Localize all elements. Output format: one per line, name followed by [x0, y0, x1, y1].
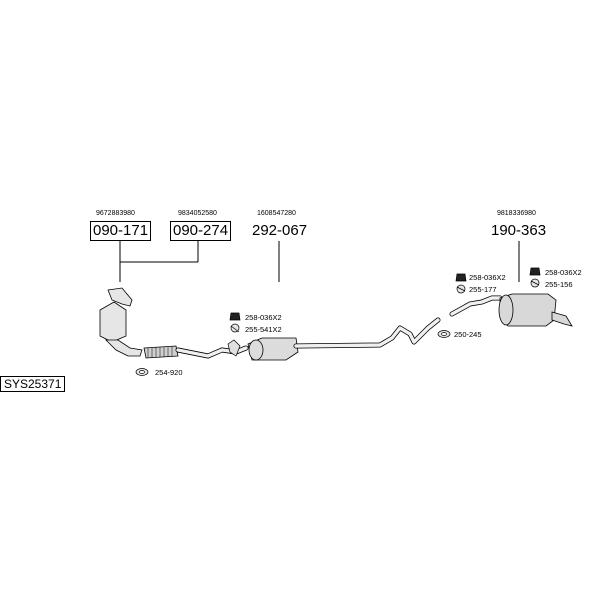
middle-pipe [293, 317, 441, 349]
system-code: SYS25371 [0, 376, 66, 392]
fitting-label-255-541[interactable]: 255-541X2 [245, 325, 282, 334]
fitting-label-254-920[interactable]: 254-920 [155, 368, 183, 377]
rubber-mount-icon-rear [529, 267, 541, 276]
part-number-292-067[interactable]: 292-067 [252, 222, 308, 239]
part-number-090-171[interactable]: 090-171 [90, 221, 152, 241]
rear-silencer-shape [498, 293, 573, 327]
fitting-label-255-177[interactable]: 255-177 [469, 285, 497, 294]
flex-pipe [143, 345, 179, 359]
fitting-label-258-036-rear[interactable]: 258-036X2 [545, 268, 582, 277]
gasket-icon-254-920 [135, 368, 149, 376]
fitting-label-258-036-mid[interactable]: 258-036X2 [469, 273, 506, 282]
fitting-label-255-156[interactable]: 255-156 [545, 280, 573, 289]
fitting-label-258-036-front[interactable]: 258-036X2 [245, 313, 282, 322]
oe-number-1608547280: 1608547280 [257, 210, 296, 217]
clamp-icon-255-156 [530, 278, 540, 288]
clamp-icon-255-541 [230, 323, 240, 333]
part-number-090-274[interactable]: 090-274 [170, 221, 232, 241]
oe-number-9834052580: 9834052580 [178, 210, 217, 217]
oe-number-9818336980: 9818336980 [497, 210, 536, 217]
rubber-mount-icon-front [229, 312, 241, 321]
gasket-icon-250-245 [437, 330, 451, 338]
center-silencer-shape [247, 337, 299, 361]
part-number-190-363[interactable]: 190-363 [491, 222, 547, 239]
clamp-icon-255-177 [456, 284, 466, 294]
fitting-label-250-245[interactable]: 250-245 [454, 330, 482, 339]
catalytic-converter [99, 287, 143, 357]
oe-number-9672883980: 9672883980 [96, 210, 135, 217]
rubber-mount-icon-mid [455, 273, 467, 282]
